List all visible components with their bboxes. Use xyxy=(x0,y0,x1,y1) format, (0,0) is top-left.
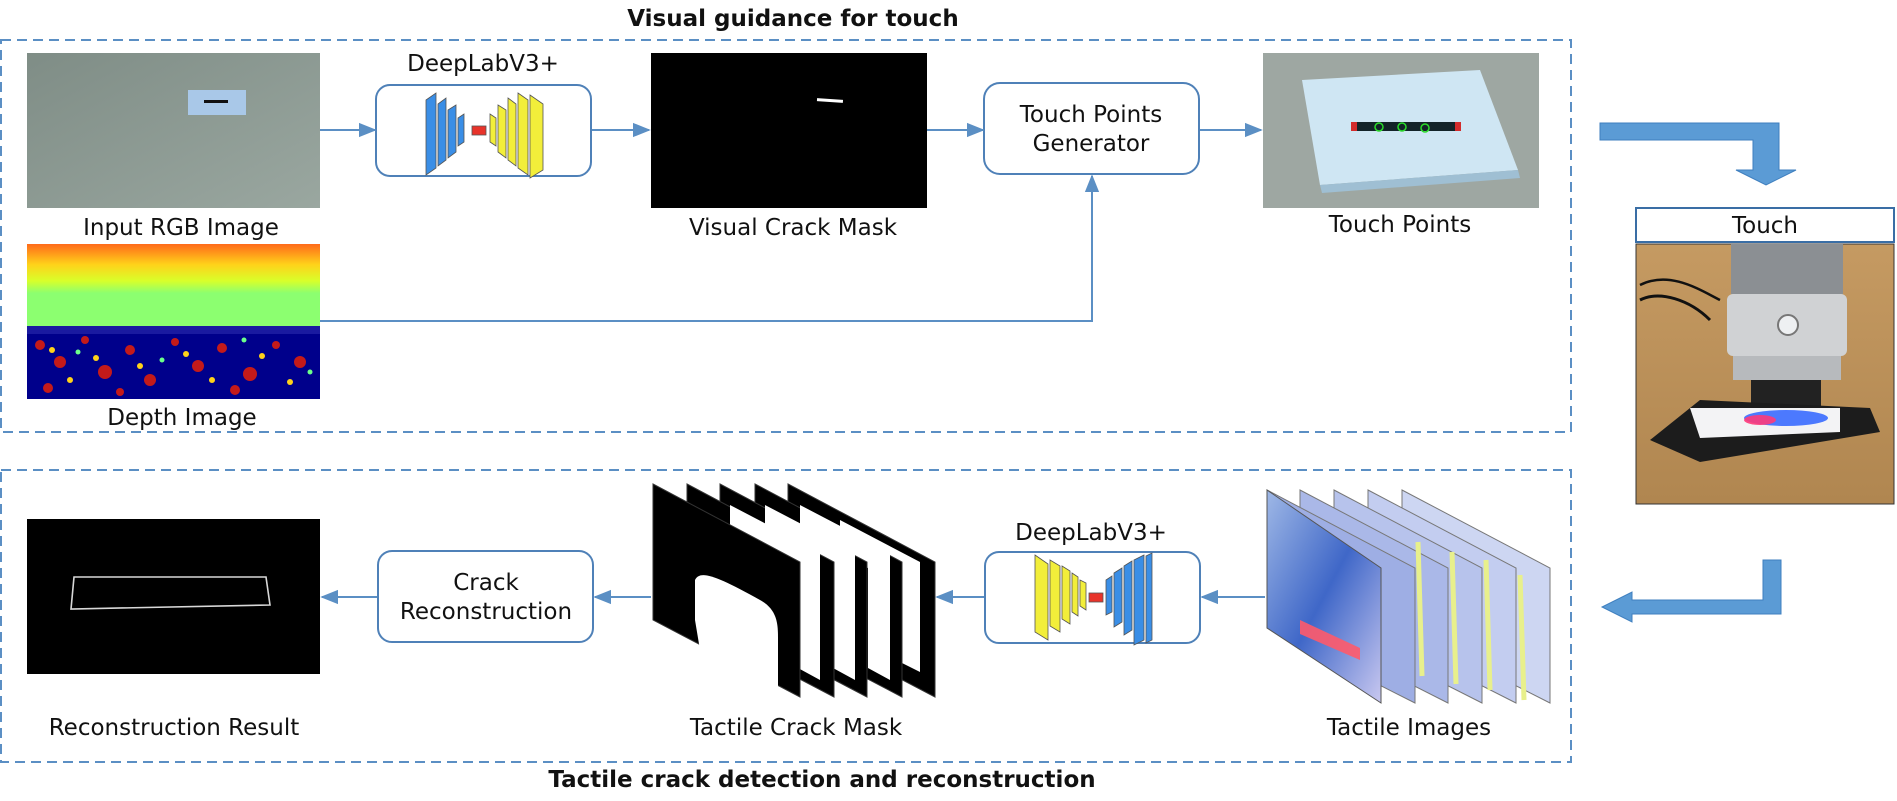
reconstruction-result-image xyxy=(27,519,320,674)
touch-points-generator-box xyxy=(983,82,1200,175)
top-section-frame xyxy=(0,39,1572,433)
reconstruction-line-1: Crack xyxy=(453,570,519,596)
arrow-depth-to-generator xyxy=(320,174,1100,322)
bottom-section-frame xyxy=(0,469,1572,763)
touch-photo xyxy=(1635,243,1895,505)
touch-points-label: Touch Points xyxy=(1328,212,1471,238)
reconstruction-line-2: Reconstruction xyxy=(400,599,572,625)
input-rgb-image xyxy=(27,53,320,208)
tactile-images-stack xyxy=(1266,489,1551,704)
big-arrow-down xyxy=(1599,122,1797,186)
touch-label-box xyxy=(1635,207,1895,243)
big-arrow-left xyxy=(1600,559,1782,623)
input-rgb-label: Input RGB Image xyxy=(83,215,279,241)
tactile-crack-mask-label: Tactile Crack Mask xyxy=(689,715,903,741)
reconstruction-result-label: Reconstruction Result xyxy=(49,715,300,741)
generator-line-2: Generator xyxy=(1033,131,1150,157)
top-network-label: DeepLabV3+ xyxy=(407,51,559,77)
visual-crack-mask-image xyxy=(651,53,927,208)
visual-crack-mask-label: Visual Crack Mask xyxy=(689,215,898,241)
top-network-icon xyxy=(425,92,544,179)
top-section-title: Visual guidance for touch xyxy=(627,6,958,32)
touch-label: Touch xyxy=(1731,213,1798,239)
tactile-crack-mask-stack xyxy=(652,483,936,698)
depth-image xyxy=(27,244,320,399)
depth-label: Depth Image xyxy=(107,405,256,431)
crack-reconstruction-box xyxy=(377,550,594,643)
bottom-network-icon xyxy=(1034,552,1153,646)
generator-line-1: Touch Points xyxy=(1019,102,1162,128)
bottom-network-label: DeepLabV3+ xyxy=(1015,520,1167,546)
touch-points-image xyxy=(1263,53,1539,208)
bottom-section-title: Tactile crack detection and reconstructi… xyxy=(548,767,1095,793)
tactile-images-label: Tactile Images xyxy=(1326,715,1491,741)
